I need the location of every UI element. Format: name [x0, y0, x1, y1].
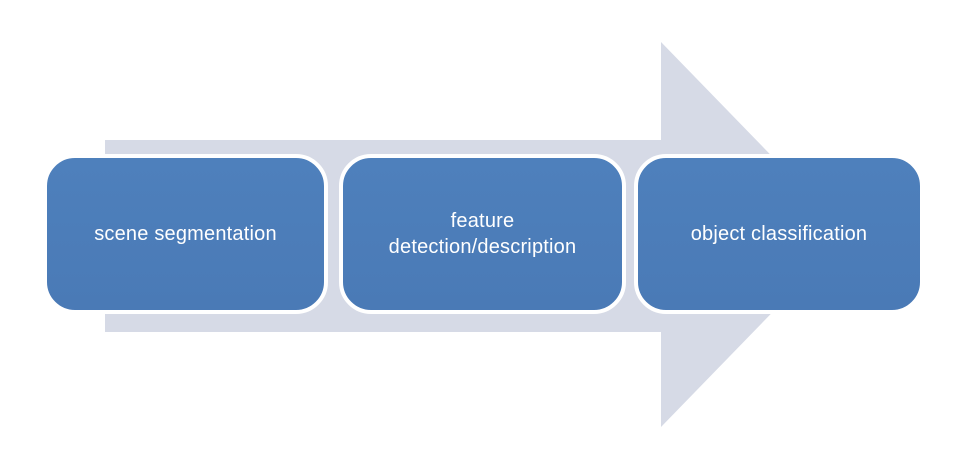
step-object-classification[interactable]: object classification [634, 154, 924, 314]
step-label: object classification [690, 222, 868, 245]
step-label: feature detection/description [388, 209, 577, 258]
step-feature-detection-description[interactable]: feature detection/description [339, 154, 626, 314]
step-label: scene segmentation [94, 222, 277, 245]
step-scene-segmentation[interactable]: scene segmentation [43, 154, 328, 314]
